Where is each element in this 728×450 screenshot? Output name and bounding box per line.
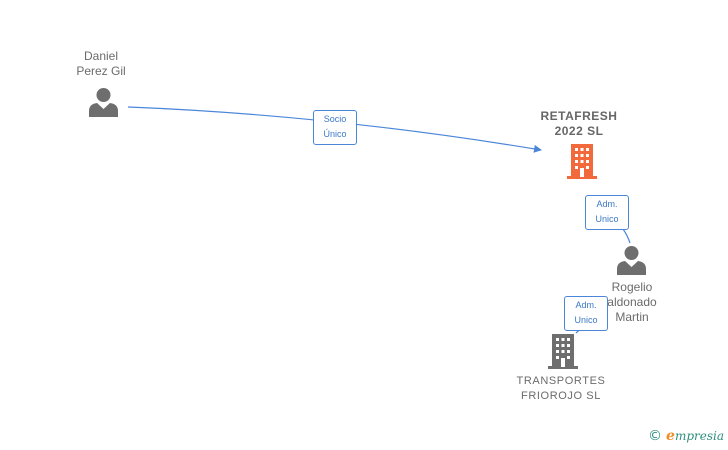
person-name-line2: Perez Gil xyxy=(76,64,126,78)
person-icon[interactable] xyxy=(89,87,118,117)
brand-initial: e xyxy=(666,428,675,444)
building-icon[interactable] xyxy=(565,144,599,179)
edge-label-line2: Unico xyxy=(574,315,598,325)
building-icon[interactable] xyxy=(546,334,580,369)
brand-name: mpresia xyxy=(674,429,724,443)
person-name-line1: Rogelio xyxy=(611,280,653,294)
person-name-line3: Martin xyxy=(615,310,649,324)
copyright-symbol: © xyxy=(648,428,663,444)
company-label-transportes[interactable]: TRANSPORTES FRIOROJO SL xyxy=(505,374,617,404)
edge-label-socio-unico[interactable]: Socio Único xyxy=(313,110,357,145)
company-name-line2: 2022 SL xyxy=(554,124,604,138)
person-name-line1: Daniel xyxy=(83,49,119,63)
empresia-watermark: ©empresia xyxy=(648,428,724,444)
edge-label-line1: Socio xyxy=(323,114,347,124)
edge-label-line2: Unico xyxy=(595,214,619,224)
edge-label-line1: Adm. xyxy=(596,199,618,209)
edge-label-line1: Adm. xyxy=(575,300,597,310)
company-name-line2: FRIOROJO SL xyxy=(521,390,601,402)
company-name-line1: RETAFRESH xyxy=(540,109,618,123)
edge-label-line2: Único xyxy=(323,129,347,139)
person-icon[interactable] xyxy=(617,245,646,275)
company-label-retafresh[interactable]: RETAFRESH 2022 SL xyxy=(528,109,630,139)
edge-label-adm-unico-2[interactable]: Adm. Unico xyxy=(564,296,608,331)
person-label-rogelio[interactable]: Rogelio aldonado Martin xyxy=(596,280,668,325)
person-name-line2: aldonado xyxy=(607,295,657,309)
person-label-daniel[interactable]: Daniel Perez Gil xyxy=(62,49,140,79)
company-name-line1: TRANSPORTES xyxy=(516,375,606,387)
edge-label-adm-unico-1[interactable]: Adm. Unico xyxy=(585,195,629,230)
